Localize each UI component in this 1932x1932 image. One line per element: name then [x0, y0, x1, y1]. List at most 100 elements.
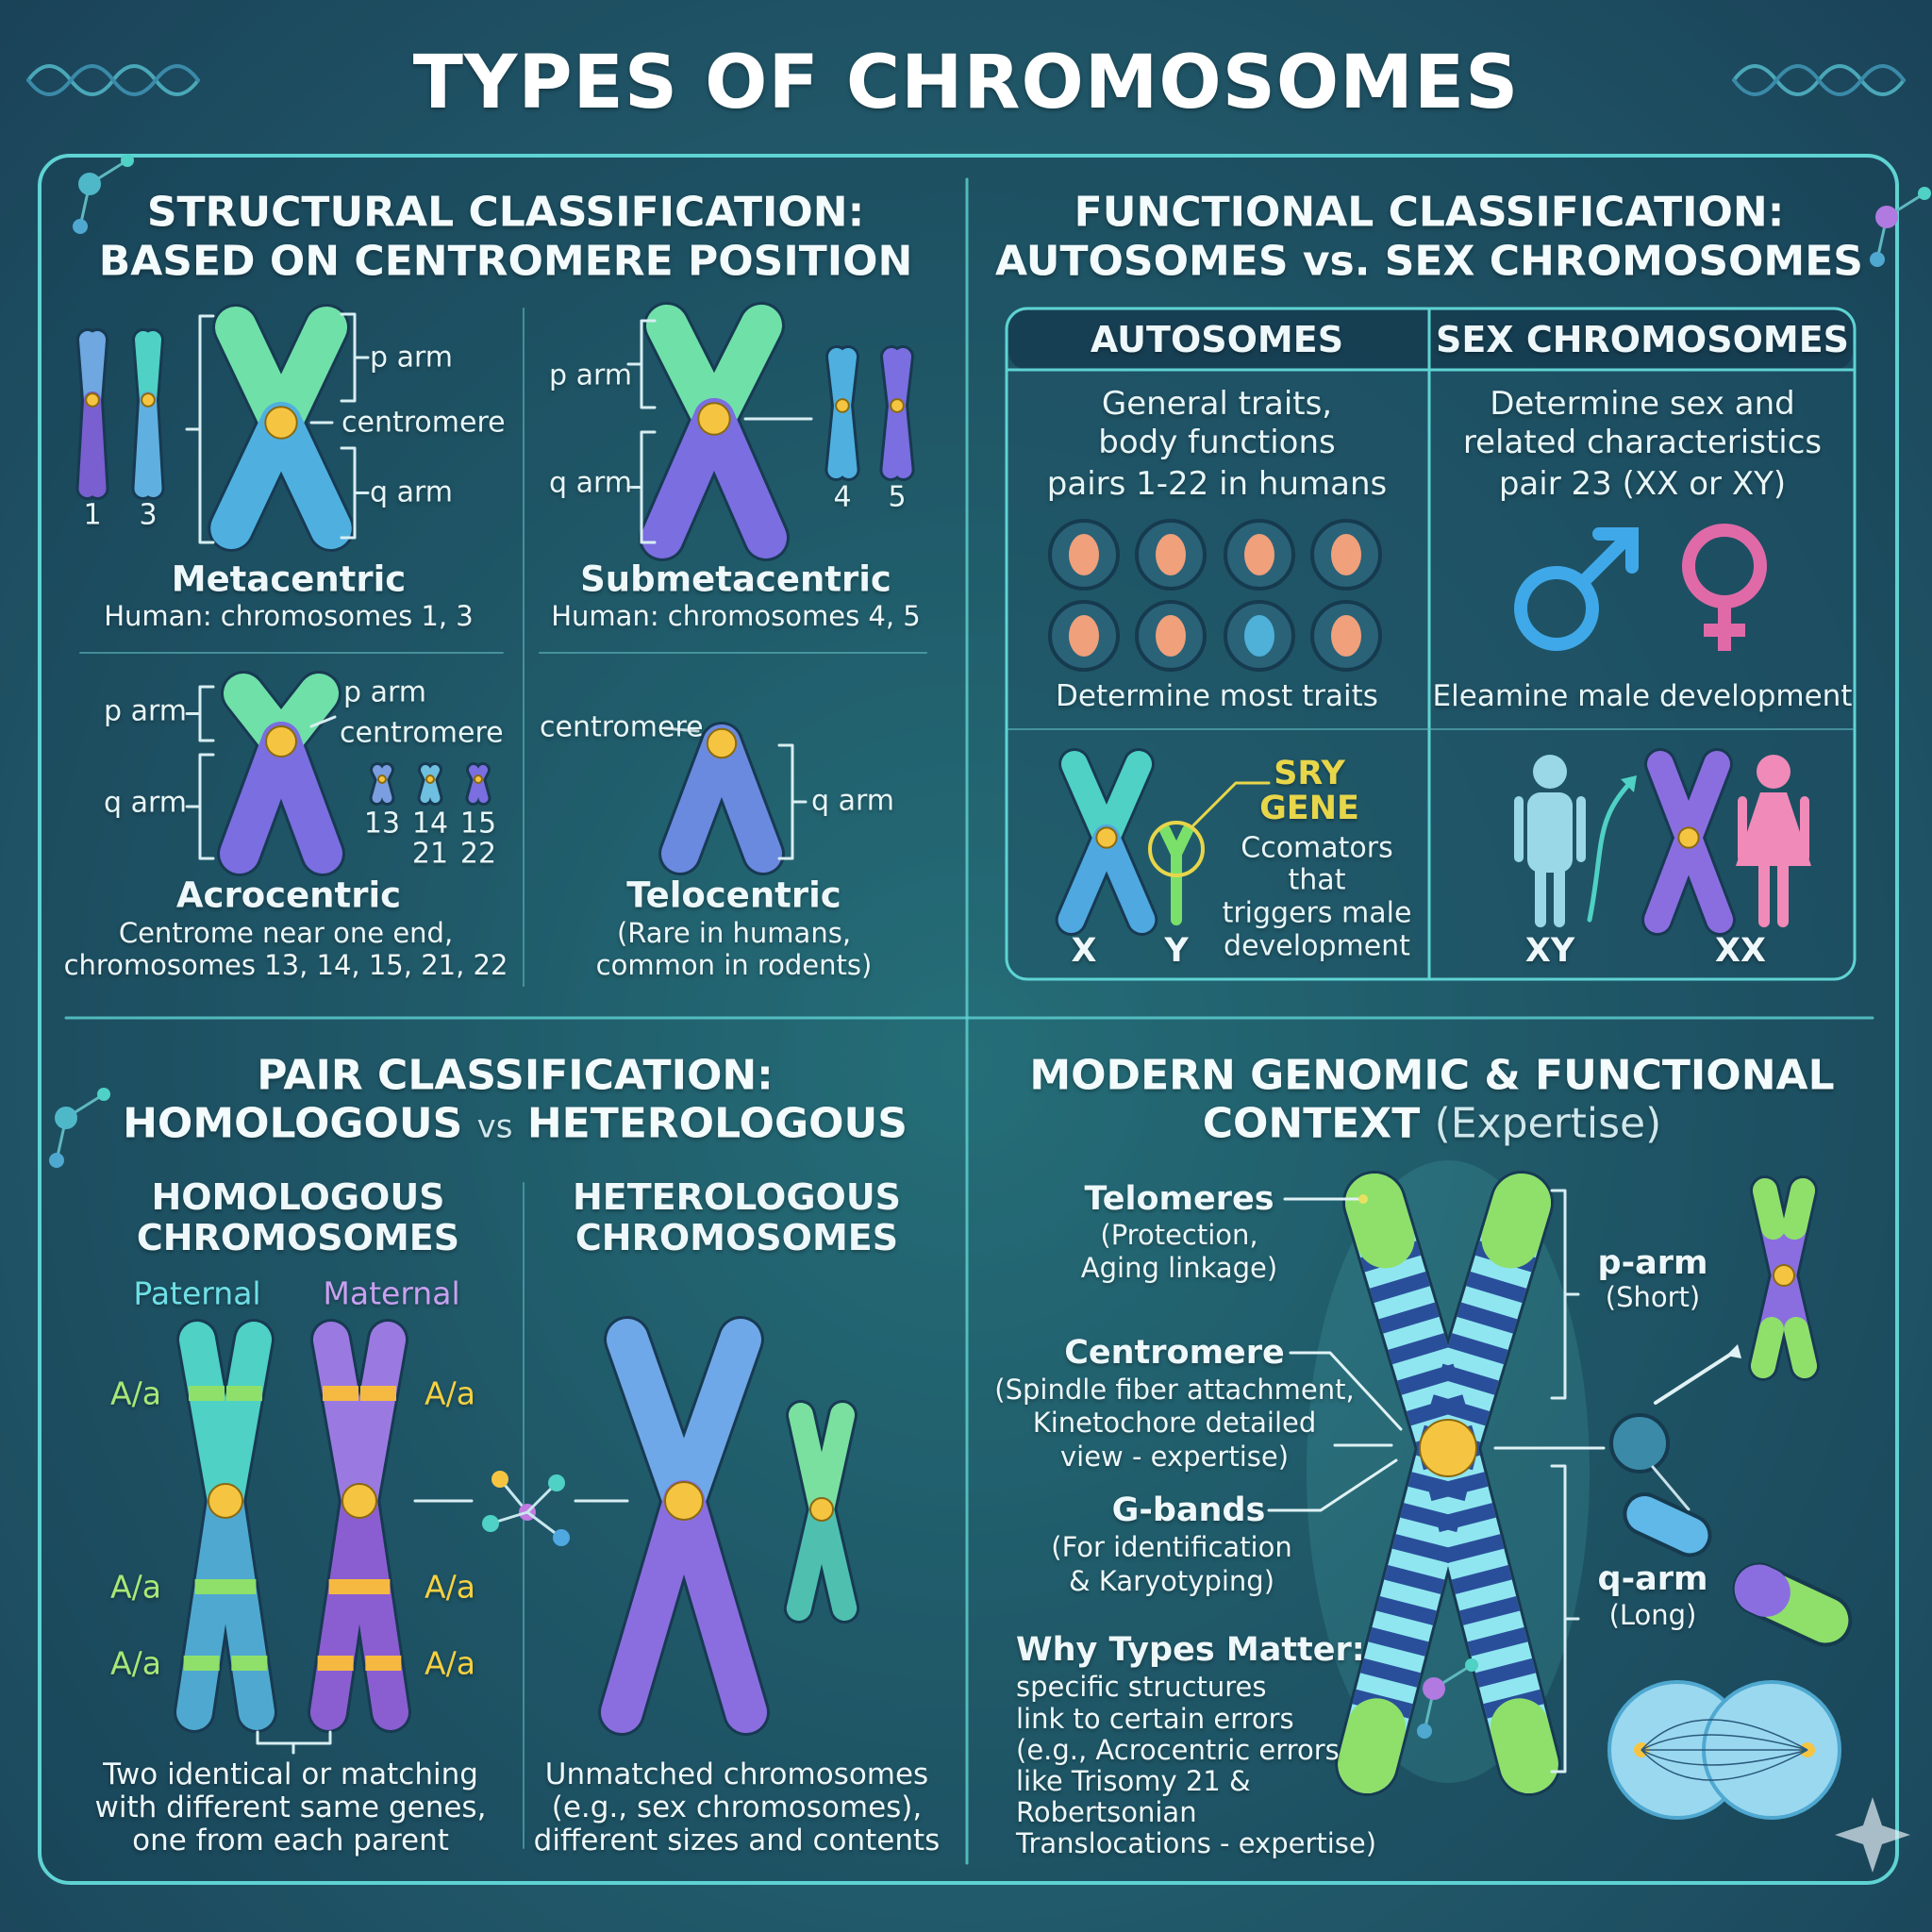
homologous-caption-line1: Two identical or matching: [103, 1757, 478, 1791]
chromatid-arm: [663, 1319, 761, 1522]
chromatid-arm: [341, 1483, 408, 1730]
allele-label-paternal-3: A/a: [110, 1644, 161, 1682]
hand-icon: [1310, 600, 1382, 672]
homolog-pair-bracket: [256, 1730, 332, 1755]
modern-heading-expertise: (Expertise): [1434, 1099, 1662, 1148]
functional-heading-line2: AUTOSOMES vs. SEX CHROMOSOMES: [995, 237, 1863, 286]
structural-heading-line1: STRUCTURAL CLASSIFICATION:: [146, 188, 865, 237]
acrocentric-title: Acrocentric: [175, 874, 402, 916]
chromosome-number-22: 22: [459, 837, 497, 871]
torso: [1527, 792, 1573, 873]
acrocentric-q-bracket: [185, 753, 215, 860]
pair-heading-line2: HOMOLOGOUS vs HETEROLOGOUS: [123, 1100, 908, 1148]
chromatid-arm: [693, 398, 787, 558]
acrocentric-centromere-label: centromere: [340, 716, 504, 750]
pair-heading-heterologous: HETEROLOGOUS: [526, 1099, 908, 1148]
male-arrow: [1575, 527, 1639, 590]
atom: [553, 1529, 570, 1546]
centromere-pointer-line: [1289, 1351, 1403, 1431]
telomere-tip: [1751, 1317, 1784, 1378]
chromosome-number-13: 13: [363, 807, 401, 841]
icon-glyph: [1331, 615, 1361, 657]
y-chromosome-shape: [1159, 824, 1193, 925]
centromere-dot: [265, 725, 297, 758]
telocentric-q-arm-label: q arm: [811, 784, 894, 818]
acrocentric-small-chromosome-1: [369, 762, 395, 806]
sex-desc-line3: pair 23 (XX or XY): [1498, 465, 1787, 503]
autosomes-header: AUTOSOMES: [1090, 319, 1344, 360]
pointer-dot: [1358, 1194, 1368, 1204]
sry-pointer-line: [1191, 781, 1271, 827]
gene-band: [360, 1386, 396, 1401]
arm: [1800, 796, 1809, 862]
autosomes-desc-line2: body functions: [1098, 424, 1336, 461]
g-band-stripes: [1419, 1441, 1557, 1772]
female-circle: [1682, 524, 1767, 608]
icon-glyph: [1156, 615, 1186, 657]
chromatid-arm: [703, 724, 782, 873]
capsule-purple-half: [1734, 1564, 1790, 1617]
chromatid-arm: [260, 402, 352, 549]
centromere-desc-line3: view - expertise): [1059, 1441, 1290, 1473]
centromere-label: Centromere: [1064, 1334, 1285, 1372]
chromosome-number-5: 5: [888, 480, 907, 514]
spindle-fiber: [1641, 1719, 1808, 1751]
telocentric-pointer-line: [663, 726, 700, 733]
centromere-dot: [264, 406, 298, 440]
molecule-decoration-icon: [1417, 1658, 1478, 1739]
icon-glyph: [1331, 534, 1361, 575]
sry-desc-line4: development: [1224, 929, 1410, 963]
xy-label: XY: [1524, 932, 1575, 970]
centromere-dot: [664, 1481, 704, 1521]
gene-band: [226, 1386, 262, 1401]
atom: [78, 173, 101, 195]
heterologous-header-line2: CHROMOSOMES: [575, 1217, 899, 1258]
gene-band: [183, 1656, 220, 1671]
chromatid-arm: [140, 331, 161, 408]
fist-icon: [1224, 519, 1295, 591]
telomere-tip: [1784, 1317, 1817, 1378]
functional-heading-line1: FUNCTIONAL CLASSIFICATION:: [1074, 188, 1785, 237]
spindle-fiber: [1641, 1749, 1808, 1766]
gene-band: [354, 1579, 391, 1594]
autosomes-desc-line1: General traits,: [1101, 385, 1333, 423]
heterologous-caption-line3: different sizes and contents: [533, 1824, 941, 1857]
atom: [121, 154, 134, 167]
chromatid-arm: [1093, 751, 1152, 851]
pair-heading-homologous: HOMOLOGOUS: [123, 1099, 463, 1148]
centromere-desc-line2: Kinetochore detailed: [1032, 1407, 1317, 1439]
chromosome-number-15: 15: [459, 807, 497, 841]
chromatid-arm: [809, 1403, 855, 1522]
submetacentric-p-bracket: [626, 319, 657, 409]
development-arrowhead: [1621, 775, 1637, 792]
why-types-matter-label: Why Types Matter:: [1016, 1631, 1365, 1669]
chromatid-arm: [889, 397, 912, 478]
sry-highlight-ring: [1148, 821, 1205, 877]
submetacentric-q-arm-label: q arm: [549, 466, 632, 500]
shoulder-icon: [1310, 519, 1382, 591]
centromere-dot: [1677, 826, 1700, 849]
p-arm-desc: (Short): [1605, 1281, 1701, 1313]
metacentric-p-bracket: [340, 312, 370, 403]
atom: [1918, 187, 1931, 200]
chromatid-arm: [809, 1497, 858, 1621]
spindle-fiber: [1641, 1734, 1808, 1751]
pair-heading-vs: vs: [476, 1108, 513, 1146]
why-desc-line1: specific structures: [1016, 1671, 1267, 1703]
acrocentric-small-chromosome-3: [465, 762, 491, 806]
g-band-stripes: [1420, 1194, 1550, 1457]
magnifier-link: [1651, 1465, 1690, 1511]
submetacentric-chromosome: [639, 302, 790, 561]
metacentric-q-arm-label: q arm: [370, 475, 453, 509]
atom: [1423, 1677, 1445, 1700]
chromosome-5: [879, 345, 915, 481]
allele-label-maternal-3: A/a: [425, 1644, 475, 1682]
atom: [55, 1107, 77, 1129]
atom: [97, 1088, 110, 1101]
molecule-decoration-icon: [73, 154, 134, 234]
maternal-chromosome: [308, 1319, 411, 1733]
molecule-decoration-icon: [49, 1088, 110, 1168]
chromosome-1: [75, 328, 109, 500]
sex-desc-line1: Determine sex and: [1490, 385, 1795, 423]
